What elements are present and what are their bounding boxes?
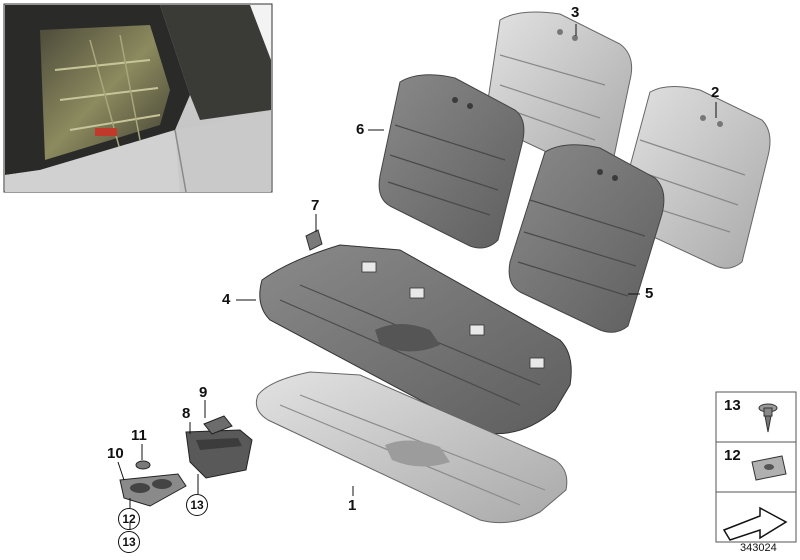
vehicle-inset-image	[3, 3, 273, 193]
callout-1: 1	[348, 497, 357, 514]
callout-4: 4	[222, 291, 231, 308]
cover-part-9	[203, 415, 233, 435]
legend-label-13: 13	[724, 397, 741, 414]
seat-cushion-part-4	[259, 244, 572, 435]
legend-graphics	[715, 391, 797, 543]
callout-9: 9	[199, 384, 208, 401]
backrest-part-5	[508, 144, 665, 333]
cup-holder-part-10	[119, 473, 187, 507]
callout-5: 5	[645, 285, 654, 302]
circled-callout-13-a: 13	[118, 531, 140, 553]
callout-8: 8	[182, 405, 191, 422]
circled-callout-13-b: 13	[186, 494, 208, 516]
leader-line-10	[117, 461, 125, 481]
nut-clip-icon	[751, 455, 787, 481]
callout-10: 10	[107, 445, 124, 462]
screw-icon	[758, 403, 778, 433]
callout-7: 7	[311, 197, 320, 214]
cap-part-11	[135, 460, 151, 470]
callout-2: 2	[711, 84, 720, 101]
legend-label-12: 12	[724, 447, 741, 464]
circled-callout-12: 12	[118, 508, 140, 530]
backrest-part-6	[378, 74, 525, 249]
storage-tray-part-8	[185, 429, 253, 479]
arrow-pointer-icon	[722, 506, 788, 541]
callout-11: 11	[131, 427, 147, 444]
callout-6: 6	[356, 121, 365, 138]
callout-3: 3	[571, 4, 580, 21]
seat-base-part-1	[255, 371, 568, 524]
clip-part-7	[305, 229, 323, 251]
diagram-reference-number: 343024	[740, 542, 777, 554]
